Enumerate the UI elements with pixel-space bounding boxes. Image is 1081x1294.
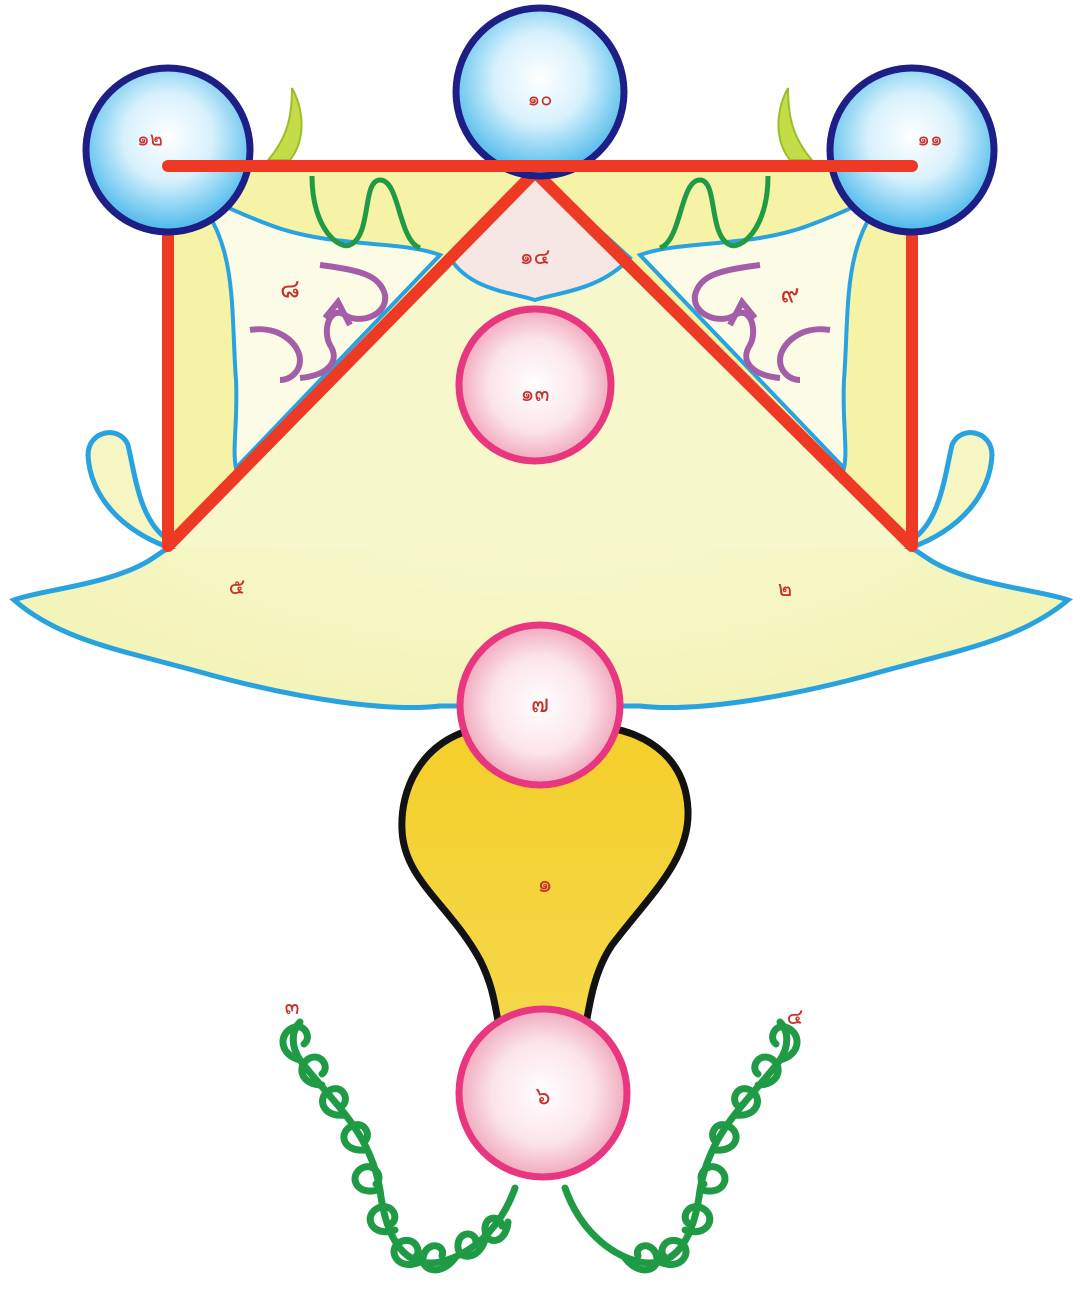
label-11: ๑๑ <box>917 127 942 151</box>
label-13: ๑๓ <box>520 382 549 407</box>
sphere-12 <box>86 68 250 232</box>
label-3: ๓ <box>284 995 299 1020</box>
right-horn <box>779 88 813 160</box>
label-1: ๑ <box>537 870 552 898</box>
label-12: ๑๒ <box>137 127 163 151</box>
left-horn <box>268 88 302 160</box>
label-9: ๙ <box>780 280 799 310</box>
label-5: ๕ <box>229 575 246 600</box>
label-10: ๑๐ <box>528 87 553 111</box>
label-4: ๔ <box>787 1005 804 1030</box>
label-14: ๑๔ <box>520 245 551 270</box>
label-7: ๗ <box>531 690 549 718</box>
sphere-11 <box>830 68 994 232</box>
label-2: ๒ <box>778 577 793 602</box>
label-8: ๘ <box>280 275 300 305</box>
label-6: ๖ <box>535 1082 550 1110</box>
